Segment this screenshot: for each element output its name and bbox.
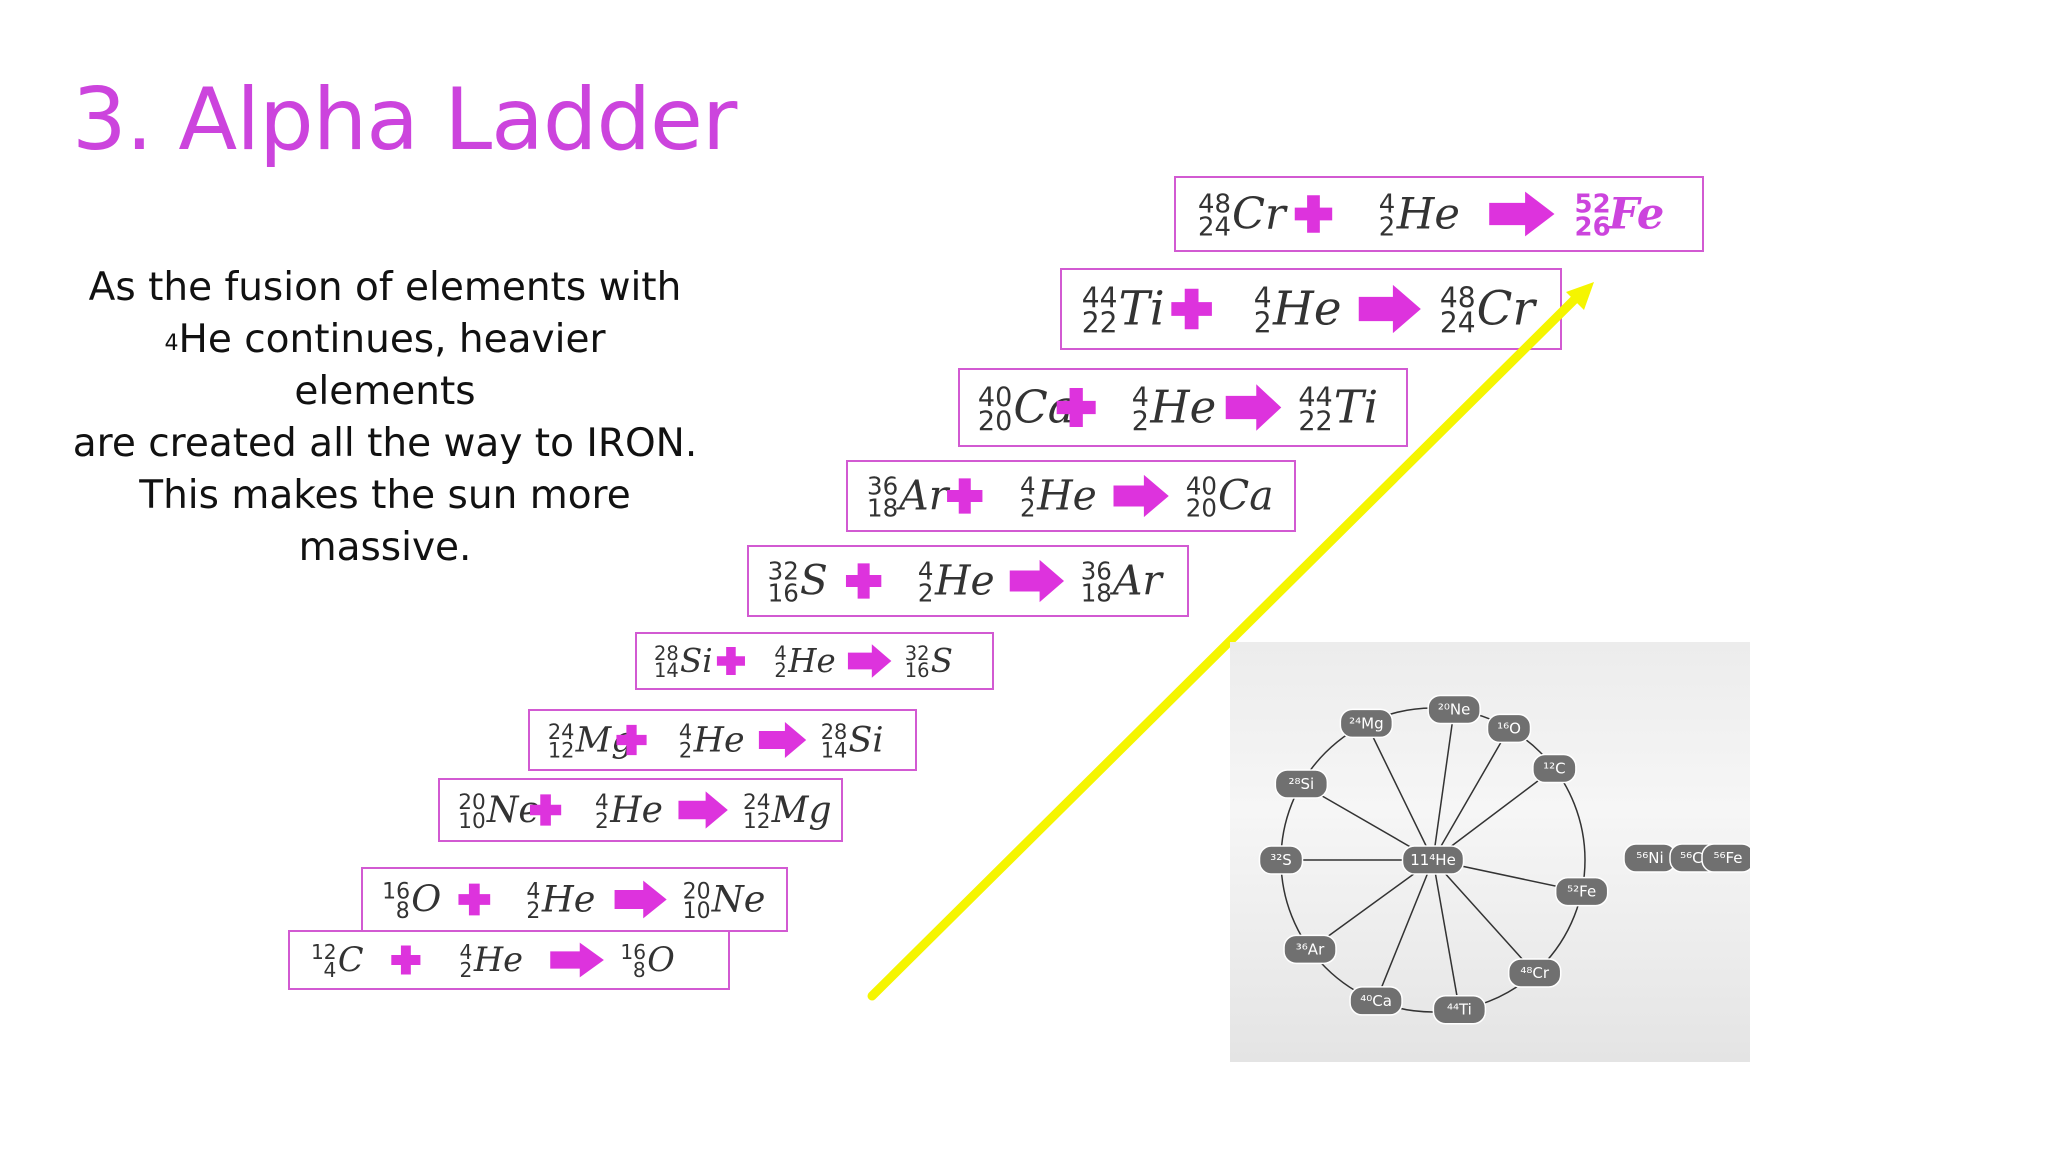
svg-text:¹²C: ¹²C: [1543, 760, 1566, 778]
plus-icon: [716, 646, 745, 676]
svg-text:11⁴He: 11⁴He: [1410, 851, 1456, 869]
network-node: ⁴⁴Ti: [1432, 994, 1487, 1025]
right-arrow-icon: [758, 722, 807, 758]
svg-text:⁵⁶Fe: ⁵⁶Fe: [1713, 849, 1742, 867]
body-line-3: are created all the way to IRON.: [72, 421, 698, 466]
right-arrow-icon: [1113, 474, 1169, 518]
network-node: ⁴⁰Ca: [1349, 986, 1403, 1016]
plus-icon: [616, 724, 647, 756]
body-superscript: 4: [164, 331, 179, 356]
network-node: ³²S: [1258, 845, 1304, 875]
svg-text:⁴⁸Cr: ⁴⁸Cr: [1520, 964, 1550, 982]
right-arrow-icon: [1358, 284, 1421, 334]
slide-title: 3. Alpha Ladder: [72, 70, 737, 170]
network-node: ²⁴Mg: [1339, 708, 1394, 739]
right-arrow-icon: [1225, 384, 1282, 431]
plus-icon: [391, 945, 421, 975]
svg-text:¹⁶O: ¹⁶O: [1497, 719, 1521, 737]
chain-node: ⁵⁶Fe: [1701, 843, 1750, 873]
right-arrow-icon: [847, 644, 892, 678]
plus-icon: [1294, 195, 1333, 233]
body-line-1: As the fusion of elements with: [88, 265, 682, 310]
plus-icon: [1171, 288, 1212, 330]
svg-text:⁵²Fe: ⁵²Fe: [1567, 883, 1596, 901]
plus-icon: [529, 794, 562, 826]
yellow-arrow-head: [1566, 282, 1594, 310]
svg-text:⁵⁶Ni: ⁵⁶Ni: [1636, 849, 1663, 867]
alpha-process-network-diagram: ²⁰Ne ¹⁶O ¹²C ⁵²Fe ⁴⁸Cr ⁴⁴Ti ⁴⁰Ca ³⁶Ar ³²S ²⁸Si ²⁴M…: [1230, 642, 1750, 1062]
svg-text:³⁶Ar: ³⁶Ar: [1296, 940, 1325, 958]
svg-text:²⁴Mg: ²⁴Mg: [1349, 714, 1384, 732]
svg-text:⁴⁰Ca: ⁴⁰Ca: [1360, 992, 1392, 1010]
right-arrow-icon: [614, 880, 667, 919]
network-node: ⁴⁸Cr: [1507, 958, 1562, 988]
network-center-node: 11⁴He: [1401, 845, 1465, 875]
svg-text:²⁸Si: ²⁸Si: [1289, 775, 1315, 793]
body-line-2-text: He continues, heavier elements: [178, 317, 606, 414]
svg-text:⁴⁴Ti: ⁴⁴Ti: [1447, 1001, 1472, 1019]
right-arrow-icon: [1009, 559, 1065, 603]
network-node: ⁵²Fe: [1554, 876, 1609, 907]
network-node: ³⁶Ar: [1283, 934, 1337, 965]
plus-icon: [458, 883, 491, 916]
network-svg: ²⁰Ne ¹⁶O ¹²C ⁵²Fe ⁴⁸Cr ⁴⁴Ti ⁴⁰Ca ³⁶Ar ³²S ²⁸Si ²⁴M…: [1258, 694, 1750, 1025]
body-line-2: 4He continues, heavier elements: [70, 314, 700, 418]
network-node: ¹²C: [1532, 753, 1577, 784]
body-line-5: massive.: [298, 525, 472, 570]
chain-node: ⁵⁶Ni: [1623, 843, 1677, 873]
network-node: ²⁸Si: [1274, 769, 1329, 799]
svg-text:³²S: ³²S: [1270, 851, 1292, 869]
network-node: ²⁰Ne: [1427, 694, 1481, 725]
network-node: ¹⁶O: [1486, 713, 1532, 744]
slide-body-text: As the fusion of elements with 4He conti…: [70, 262, 700, 574]
right-arrow-icon: [550, 942, 604, 978]
body-line-4: This makes the sun more: [139, 473, 631, 518]
plus-icon: [845, 563, 882, 599]
right-arrow-icon: [678, 791, 728, 829]
svg-text:²⁰Ne: ²⁰Ne: [1438, 700, 1470, 718]
plus-icon: [947, 478, 983, 514]
right-arrow-icon: [1489, 191, 1555, 237]
